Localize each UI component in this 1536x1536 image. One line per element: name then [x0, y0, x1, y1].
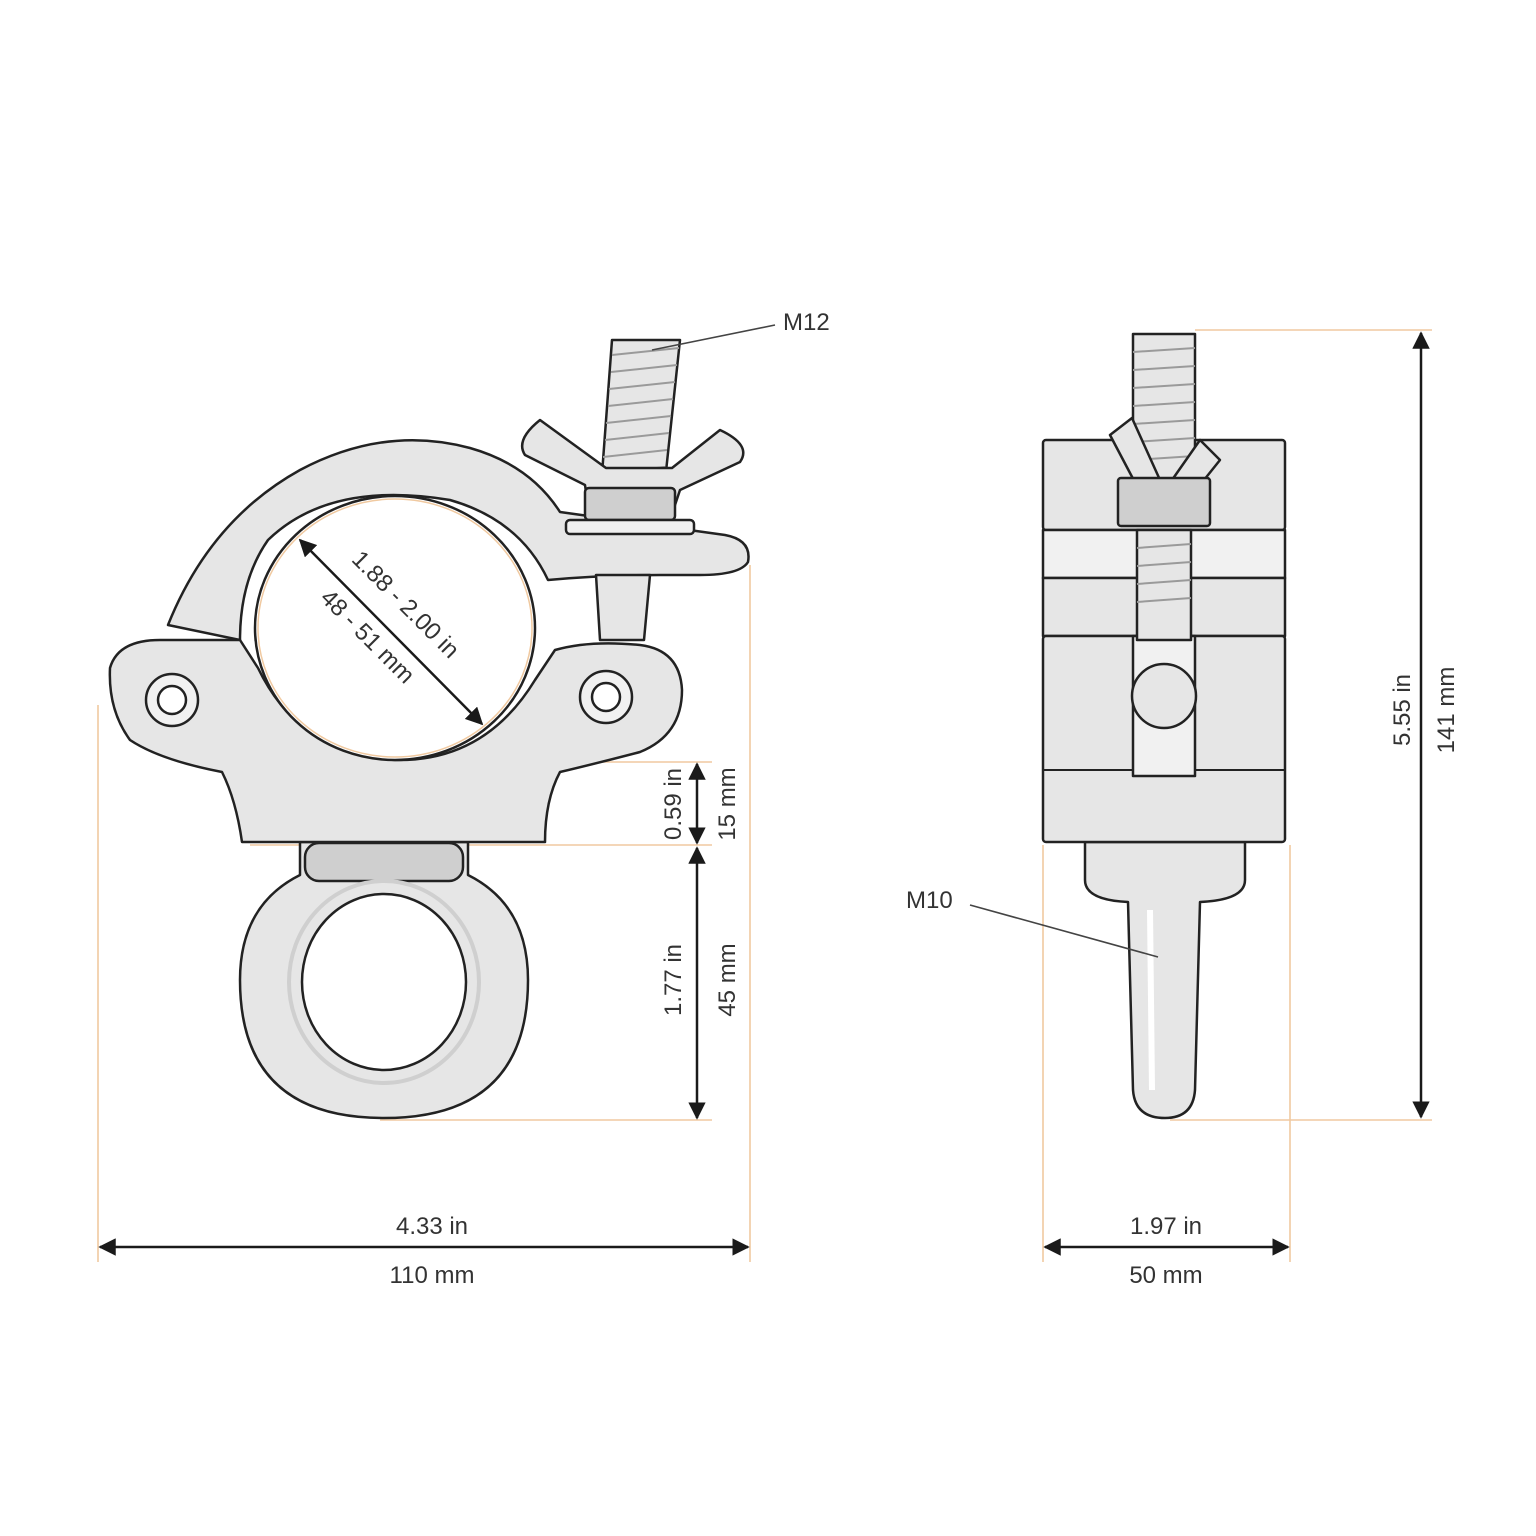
eye-height-mm-label: 45 mm [714, 943, 741, 1016]
eye-height-in-label: 1.77 in [660, 944, 687, 1016]
side-bolt-assembly [1108, 332, 1222, 642]
tube-diameter-arrow [298, 538, 484, 726]
m10-eyebolt-label: M10 [906, 887, 953, 914]
front-width-in-label: 4.33 in [396, 1213, 468, 1240]
side-extension-lines [1042, 329, 1432, 1262]
side-width-in-label: 1.97 in [1130, 1213, 1202, 1240]
side-view: M10 5.55 in 141 mm 1.97 in 50 mm [906, 329, 1460, 1289]
m12-bolt-label: M12 [783, 309, 830, 336]
side-eyebolt [1083, 840, 1247, 1120]
front-eye-ring [238, 840, 530, 1120]
front-width-mm-label: 110 mm [390, 1262, 475, 1289]
front-bolt-assembly [520, 338, 745, 642]
side-height-in-label: 5.55 in [1389, 674, 1416, 746]
side-width-mm-label: 50 mm [1129, 1262, 1202, 1289]
side-height-mm-label: 141 mm [1433, 667, 1460, 754]
front-view: 1.88 - 2.00 in 48 - 51 mm M12 0.59 in 15… [97, 309, 830, 1289]
m10-leader-line [969, 904, 1159, 958]
jaw-height-mm-label: 15 mm [714, 767, 741, 840]
jaw-height-in-label: 0.59 in [660, 768, 687, 840]
m12-leader-line [651, 324, 776, 351]
